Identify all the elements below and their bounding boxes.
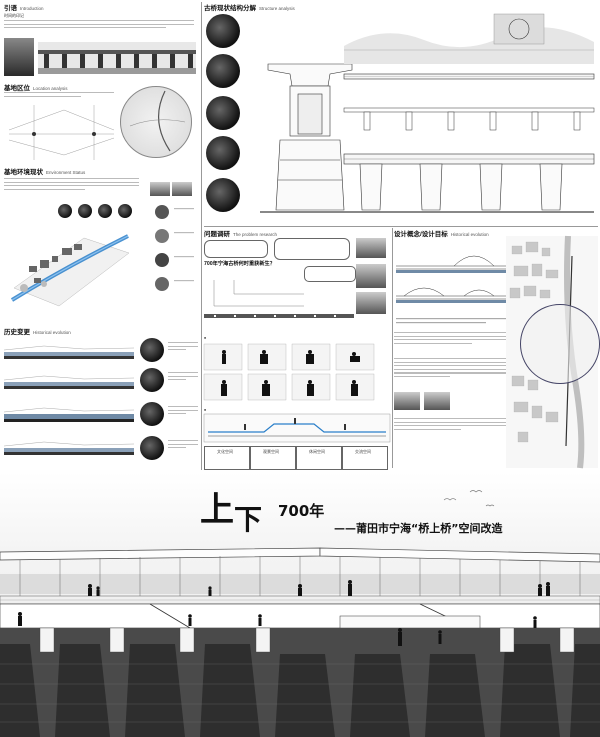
design-photo-1 (394, 392, 420, 410)
problem-photo-1 (356, 238, 386, 258)
title-banner: 上 下 700年 ——莆田市宁海“桥上桥”空间改造 (0, 472, 600, 737)
title-char-down: 下 (234, 503, 263, 536)
env-thumb-2 (172, 182, 192, 196)
problem-bubble-1 (204, 240, 268, 258)
design-text-2 (394, 358, 506, 379)
problem-bubble-2 (274, 238, 350, 260)
function-card-culture-label: 文化空间 (217, 449, 233, 454)
history-circle-2 (140, 368, 164, 392)
function-card-leisure: 休闲空间 (296, 446, 342, 470)
location-map-diagram (8, 105, 115, 160)
environment-photo-nodes (155, 205, 194, 291)
history-circle-1 (140, 338, 164, 362)
structure-deck-plan (343, 73, 595, 80)
history-text-3 (168, 406, 198, 417)
environment-text (4, 178, 139, 192)
function-card-culture: 文化空间 (204, 446, 250, 470)
problem-question-callout: 700年宁海古桥何时重获新生？ (204, 261, 275, 267)
problem-bridge-strip (204, 314, 354, 318)
history-text-4 (168, 440, 198, 451)
intro-portrait-photo (4, 38, 34, 76)
problem-photo-3 (356, 292, 386, 314)
structure-photo-circle-4 (206, 136, 240, 170)
problem-bubble-3 (304, 266, 356, 282)
function-card-view-label: 观景空间 (263, 449, 279, 454)
function-card-view: 观景空间 (250, 446, 296, 470)
intro-subheading: 时间的印记 (4, 13, 24, 18)
function-card-leisure-label: 休闲空间 (309, 449, 325, 454)
design-text-1 (394, 332, 506, 346)
structure-bridge-elevation-large (343, 153, 595, 213)
column-divider-1 (201, 2, 202, 470)
row-divider-1 (204, 226, 598, 227)
title-years: 700年 (278, 502, 325, 520)
activity-figures (203, 343, 375, 401)
structure-bridge-elevation-small (343, 107, 595, 131)
history-elevation-sequence (3, 345, 135, 455)
location-text (4, 92, 114, 99)
structure-photo-circle-2 (206, 54, 240, 88)
location-detail-road (129, 90, 186, 152)
function-label: ■ (204, 408, 207, 412)
design-photo-2 (424, 392, 450, 410)
env-photo-circle-2 (78, 204, 92, 218)
structure-pier-section (260, 63, 360, 213)
structure-photo-circle-3 (206, 96, 240, 130)
structure-photo-circle-1 (206, 14, 240, 48)
intro-text (4, 20, 194, 31)
structure-elevation-top (344, 13, 594, 64)
env-photo-circle-4 (118, 204, 132, 218)
env-photo-circle-1 (58, 204, 72, 218)
env-photo-circle-3 (98, 204, 112, 218)
history-text-2 (168, 372, 198, 383)
history-text-1 (168, 342, 198, 353)
function-section-strip (203, 413, 391, 443)
function-card-exchange-label: 交流空间 (355, 449, 371, 454)
history-circle-3 (140, 402, 164, 426)
bridge-render (0, 547, 600, 737)
structure-photo-circle-5 (206, 178, 240, 212)
history-circle-4 (140, 436, 164, 460)
location-magnifier-circle (120, 86, 192, 158)
column-divider-2 (392, 228, 393, 468)
birds-decoration (443, 490, 495, 507)
design-concept-elevations (396, 255, 506, 324)
problem-photo-2 (356, 264, 386, 288)
title-char-up: 上 (200, 490, 234, 530)
env-thumb-1 (150, 182, 170, 196)
title-subtitle: ——莆田市宁海“桥上桥”空间改造 (334, 522, 503, 535)
activity-label: ■ (204, 336, 207, 340)
design-text-3 (394, 418, 506, 432)
environment-axonometric-map (10, 234, 130, 307)
intro-bridge-photo (38, 42, 196, 74)
design-magnifier-circle (520, 304, 600, 384)
problem-flow-lines (213, 280, 304, 307)
function-card-exchange: 交流空间 (342, 446, 388, 470)
